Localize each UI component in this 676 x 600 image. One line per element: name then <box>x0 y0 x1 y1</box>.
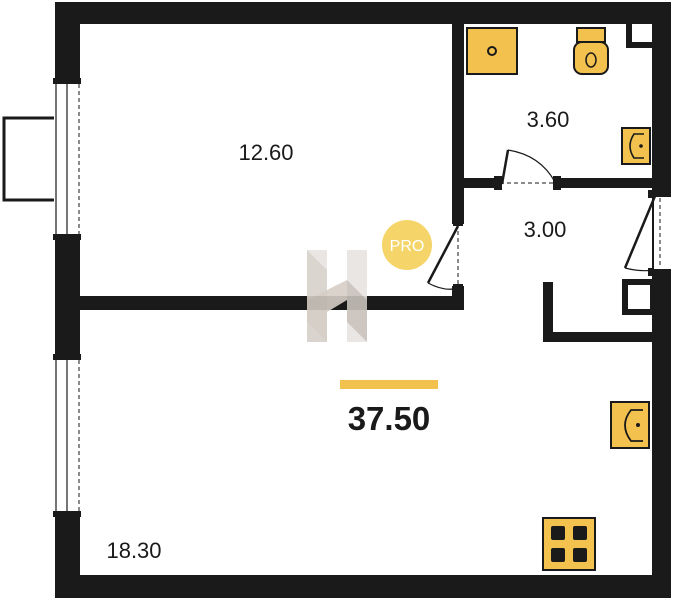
total-accent-bar <box>340 380 438 389</box>
window-upper <box>53 78 81 240</box>
room-1-area: 12.60 <box>238 140 293 165</box>
outer-walls <box>55 2 671 598</box>
window-lower <box>53 354 81 517</box>
balcony <box>2 116 54 202</box>
stove-icon <box>542 517 596 571</box>
pro-badge: PRO <box>382 220 432 270</box>
total-area: 37.50 <box>348 400 431 437</box>
bathroom-area: 3.60 <box>527 107 570 132</box>
kitchen-sink-icon <box>610 401 650 449</box>
toilet-icon <box>573 27 609 75</box>
pro-badge-text: PRO <box>390 238 425 255</box>
room-2-area: 18.30 <box>106 538 161 563</box>
door-room1 <box>426 220 463 290</box>
door-bathroom <box>500 149 556 185</box>
right-door-opening <box>654 197 671 269</box>
hall-area: 3.00 <box>524 217 567 242</box>
sink-icon <box>621 127 651 165</box>
logo-watermark <box>307 250 367 342</box>
door-right <box>623 195 657 272</box>
interior-walls <box>80 24 658 342</box>
shower-icon <box>466 27 518 75</box>
